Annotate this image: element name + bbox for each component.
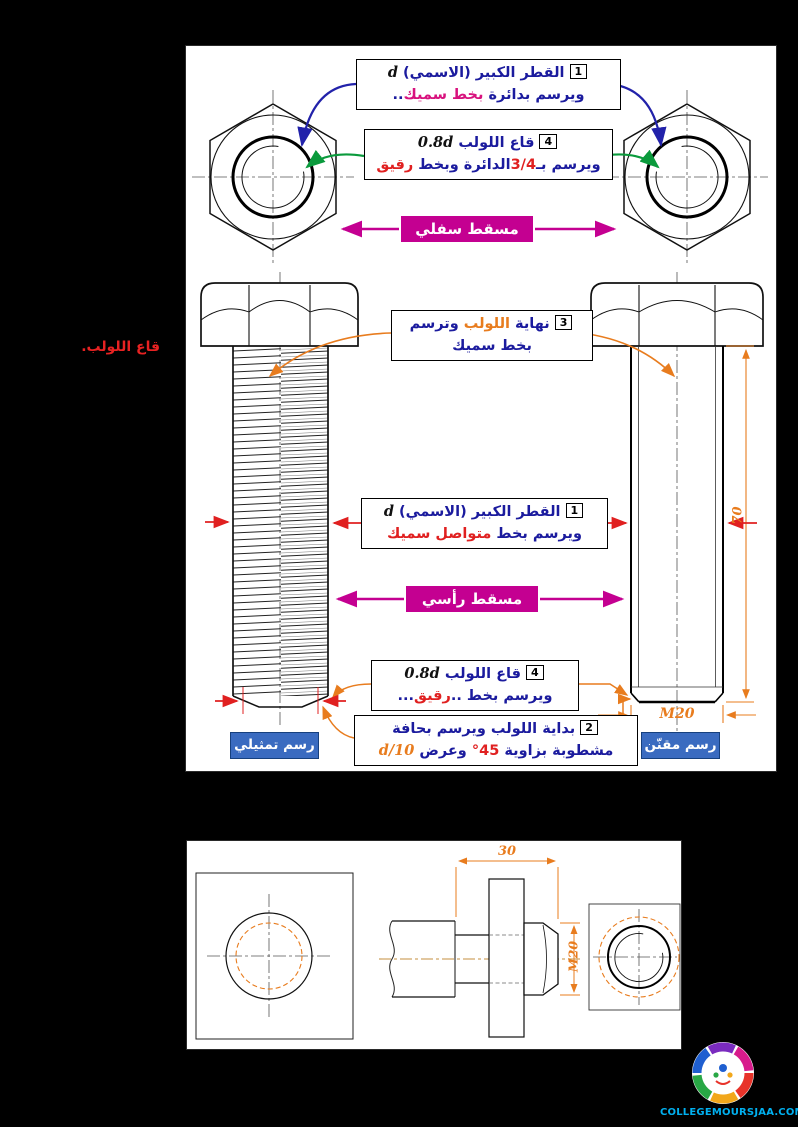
callout-thread-end: 3نهاية اللولب وترسم بخط سميك xyxy=(391,310,593,361)
major-diameter-circle xyxy=(607,925,671,989)
callout-number: 1 xyxy=(565,503,584,518)
hidden-thread-circle xyxy=(598,916,680,998)
dimension-grip-30: 30 xyxy=(497,844,517,859)
dimension-thread-m20: M20 xyxy=(659,706,695,722)
hex-head-outline xyxy=(590,282,764,347)
major-dia-arrow-left xyxy=(297,82,357,148)
callout-line: مشطوبة بزاوية 45° وعرض d/10 xyxy=(378,742,614,760)
callout-line: ويرسم بخط متواصل سميك xyxy=(386,526,582,543)
callout-line: ويرسم بـ3/4الدائرة وبخط رقيق xyxy=(376,157,601,174)
label-standard-drawing: رسم مقنّن xyxy=(641,732,720,759)
root-arrow-left xyxy=(305,149,365,169)
callout-number: 4 xyxy=(539,134,558,149)
bolt-pictorial-drawing xyxy=(200,272,359,728)
start-thread-arrow-left xyxy=(322,705,355,739)
grip-length-dimension-lines xyxy=(455,857,559,919)
washer-face-circle xyxy=(210,114,336,240)
callout-line: 4قاع اللولب 0.8d xyxy=(370,132,607,154)
thread-root-arc xyxy=(241,145,305,209)
hex-head-side xyxy=(523,922,559,996)
callout-thread-start: 2بداية اللولب ويرسم بحافة مشطوبة بزاوية … xyxy=(354,715,638,766)
callout-line: 3نهاية اللولب وترسم xyxy=(397,313,587,335)
start-thread-arrow-right xyxy=(618,693,632,715)
callout-thread-root-top: 4قاع اللولب 0.8d ويرسم بـ3/4الدائرة وبخط… xyxy=(364,129,613,180)
callout-line: 1القطر الكبير (الاسمي) d xyxy=(367,501,602,523)
label-pictorial-drawing: رسم تمثيلي xyxy=(230,732,319,759)
plate-front-view-right xyxy=(588,903,681,1011)
assembly-views-drawing xyxy=(195,857,681,1040)
major-diameter-circle xyxy=(231,135,315,219)
assembly-views-panel: 30 M20 xyxy=(186,840,682,1050)
callout-thread-root-front: 4قاع اللولب 0.8d ويرسم بخط ..رقيق... xyxy=(371,660,579,711)
view-label-front: مسقط رأسي xyxy=(406,586,538,612)
callout-number: 1 xyxy=(569,64,588,79)
school-logo-graphic xyxy=(692,1042,754,1104)
website-credit: COLLEGEMOURSJAA.COM xyxy=(660,1107,798,1118)
view-label-bottom: مسقط سفلي xyxy=(401,216,533,242)
threaded-shank xyxy=(233,346,328,696)
thread-diameter-dimension-lines xyxy=(560,922,580,996)
school-logo xyxy=(690,1040,756,1106)
bottom-view-left xyxy=(192,90,354,266)
callout-number: 3 xyxy=(554,315,573,330)
callout-line: ويرسم بدائرة بخط سميك.. xyxy=(392,87,585,104)
bolt-assembly-side-view xyxy=(379,878,581,1038)
callout-number: 2 xyxy=(580,720,598,735)
plate-section xyxy=(488,878,525,1038)
dimension-thread-m20-bottom: M20 xyxy=(565,940,581,973)
root-front-arrow-right xyxy=(567,683,629,696)
chamfered-tip xyxy=(232,695,329,708)
callout-line: ويرسم بخط ..رقيق... xyxy=(397,688,553,705)
hole-circle xyxy=(225,912,313,1000)
hexagon-outline xyxy=(209,103,337,251)
callout-line: 2بداية اللولب ويرسم بحافة xyxy=(360,718,632,740)
hex-head-outline xyxy=(200,282,359,347)
root-front-arrow-left xyxy=(332,683,372,699)
break-line xyxy=(389,920,395,998)
thread-root-side-note: قاع اللولب. xyxy=(81,339,160,355)
length-dimension-lines xyxy=(726,345,754,703)
callout-major-diameter-top: 1القطر الكبير (الاسمي) d ويرسم بدائرة بخ… xyxy=(356,59,621,110)
major-diameter-circle xyxy=(645,135,729,219)
callout-line: 1القطر الكبير (الاسمي) d xyxy=(362,62,615,84)
chamfer-marks xyxy=(215,687,346,714)
callout-major-diameter-front: 1القطر الكبير (الاسمي) d ويرسم بخط متواص… xyxy=(361,498,608,549)
bolt-standard-drawing xyxy=(590,272,764,734)
bolt-technical-drawing xyxy=(192,82,768,739)
thread-root-arc xyxy=(655,145,719,209)
thread-root-arc xyxy=(614,933,664,982)
callout-line: بخط سميك xyxy=(452,338,532,355)
hidden-thread-circle xyxy=(235,922,303,990)
bottom-view-right xyxy=(606,90,768,266)
thread-end-arrow-left xyxy=(268,332,392,378)
washer-face-circle xyxy=(624,114,750,240)
dimension-length-70: 70 xyxy=(730,506,746,525)
callout-number: 4 xyxy=(525,665,544,680)
bolt-drawing-panel: 1القطر الكبير (الاسمي) d ويرسم بدائرة بخ… xyxy=(185,45,777,772)
hexagon-outline xyxy=(623,103,751,251)
plate-front-view-left xyxy=(195,872,354,1040)
callout-line: 4قاع اللولب 0.8d xyxy=(377,663,573,685)
